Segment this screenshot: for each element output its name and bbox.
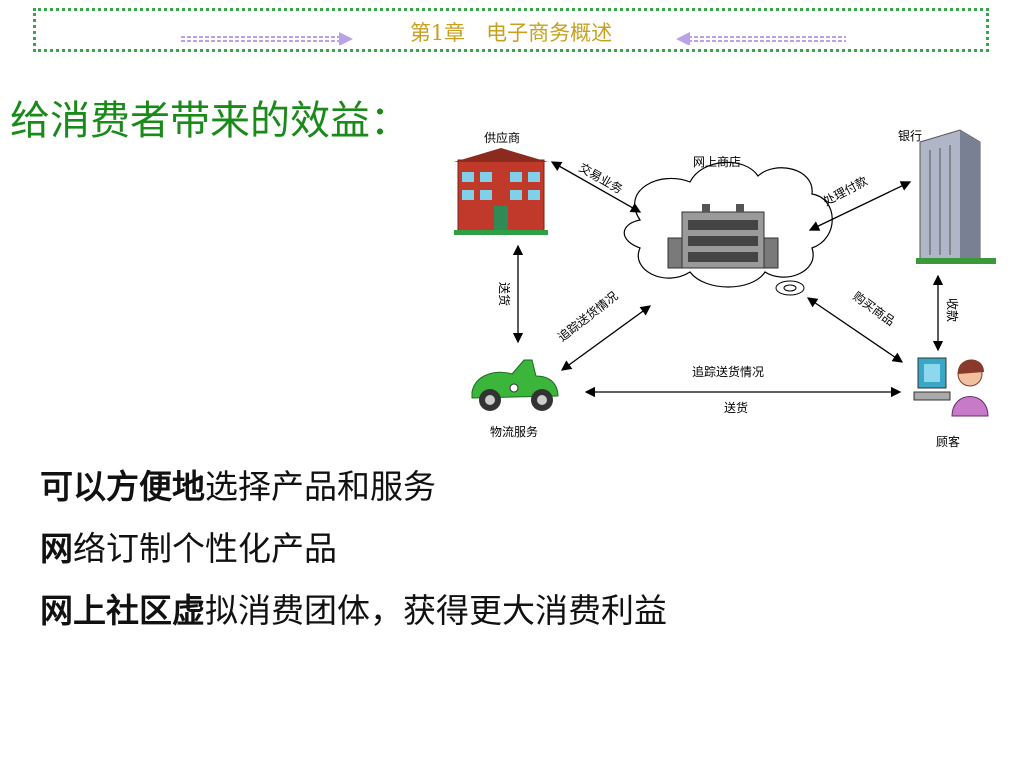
supplier-shop-arrow — [550, 161, 642, 213]
benefit-item-bold: 网上社区虚 — [40, 591, 205, 630]
supplier-label: 供应商 — [484, 130, 520, 145]
delivery-car-icon — [471, 359, 559, 411]
logistics-shop-arrow — [560, 305, 652, 371]
online-shop-building-icon — [667, 204, 779, 269]
benefit-item-choice: 可以方便地选择产品和服务 — [40, 466, 700, 508]
customer-computer-icon — [913, 357, 989, 417]
supplier-building-icon — [454, 148, 548, 235]
edge-label-logistics-customer-bottom: 送货 — [724, 400, 748, 415]
bank-label: 银行 — [898, 129, 922, 143]
shop-bank-arrow — [808, 181, 912, 231]
edge-label-bank-customer: 收款 — [945, 298, 959, 322]
benefit-item-text: 选择产品和服务 — [205, 467, 436, 506]
arrow-left-decoration — [676, 32, 846, 45]
arrow-right-decoration — [181, 32, 353, 45]
benefit-item-text: 络订制个性化产品 — [73, 529, 337, 568]
chapter-title: 第1章 电子商务概述 — [409, 21, 613, 45]
edge-label-logistics-customer-top: 追踪送货情况 — [692, 364, 764, 379]
edge-label-supplier-logistics: 送货 — [497, 282, 512, 306]
shop-customer-arrow — [806, 297, 904, 363]
online-shop-label: 网上商店 — [693, 154, 741, 169]
edge-label-logistics-shop: 追踪送货情况 — [555, 288, 621, 344]
benefit-item-text: 拟消费团体，获得更大消费利益 — [205, 591, 667, 630]
ecommerce-flow-diagram: 供应商 网上商店 银行 物流服务 — [454, 129, 996, 449]
benefit-item-custom: 网络订制个性化产品 — [40, 528, 700, 570]
benefit-item-bold: 可以方便地 — [40, 467, 205, 506]
benefit-list: 可以方便地选择产品和服务 网络订制个性化产品 网上社区虚拟消费团体，获得更大消费… — [40, 466, 700, 652]
benefit-item-community: 网上社区虚拟消费团体，获得更大消费利益 — [40, 590, 700, 632]
benefit-item-bold: 网 — [40, 529, 73, 568]
logistics-label: 物流服务 — [490, 424, 538, 439]
edge-label-shop-customer: 购买商品 — [850, 288, 898, 328]
bank-building-icon — [916, 129, 996, 264]
chapter-header: 第1章 电子商务概述 — [33, 8, 989, 52]
edge-label-supplier-shop: 交易业务 — [577, 160, 626, 197]
slide-title: 给消费者带来的效益： — [10, 98, 410, 144]
customer-label: 顾客 — [936, 434, 960, 449]
edge-label-shop-bank: 处理付款 — [821, 174, 870, 209]
